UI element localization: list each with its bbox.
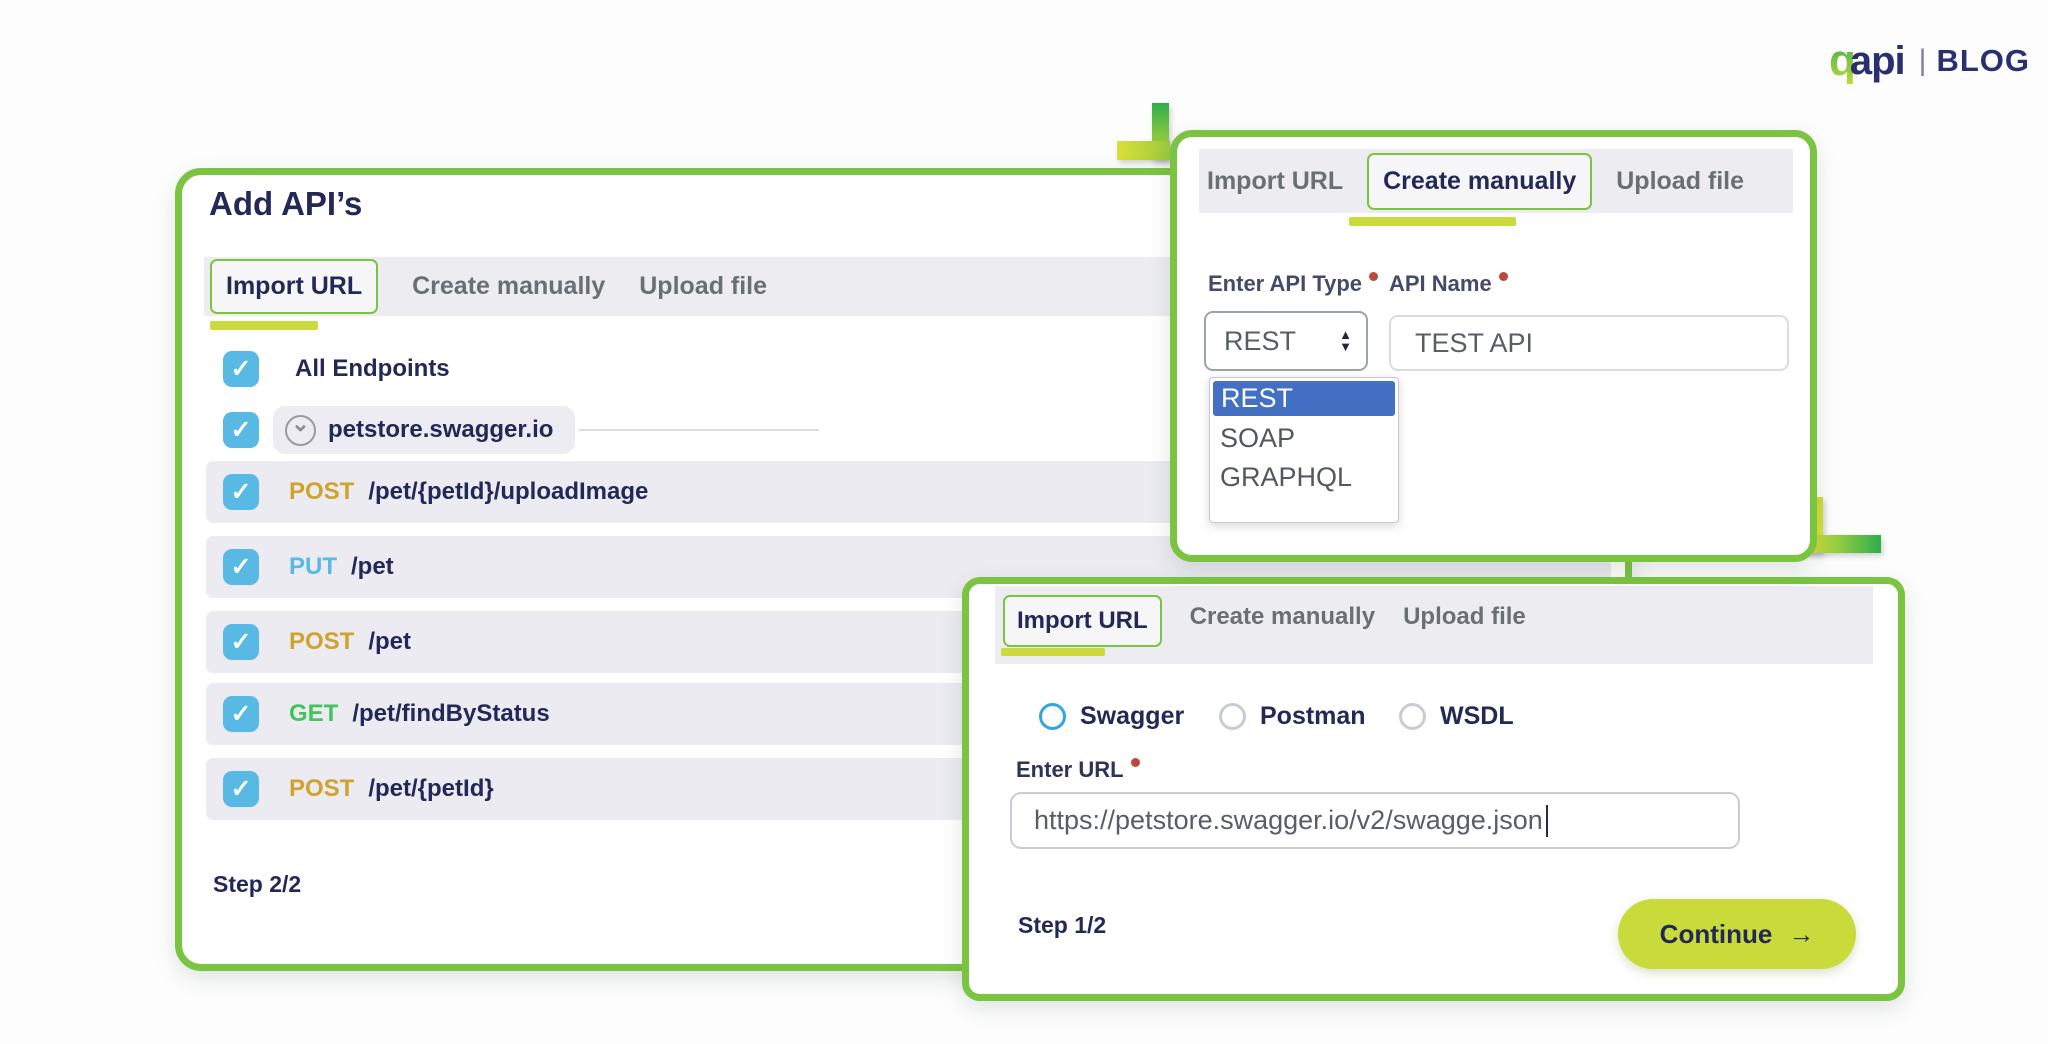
import-tabbar: Import URL Create manually Upload file	[995, 586, 1873, 664]
checkbox-endpoint[interactable]	[223, 474, 259, 510]
endpoint-path: /pet/{petId}	[368, 775, 493, 803]
all-endpoints-label: All Endpoints	[295, 355, 450, 383]
text-cursor	[1546, 805, 1548, 837]
api-type-select[interactable]: REST	[1204, 311, 1368, 371]
logo-divider: |	[1919, 44, 1927, 78]
radio-label: Swagger	[1080, 702, 1184, 731]
dropdown-option-soap[interactable]: SOAP	[1210, 419, 1398, 458]
endpoint-method: POST	[289, 628, 354, 656]
api-name-label: API Name	[1389, 271, 1508, 297]
chevron-down-icon[interactable]	[285, 415, 316, 446]
required-dot	[1369, 272, 1378, 281]
tab-import-url[interactable]: Import URL	[210, 259, 378, 314]
dropdown-option-rest[interactable]: REST	[1213, 381, 1395, 416]
tab-upload-file[interactable]: Upload file	[1616, 167, 1744, 196]
api-name-value: TEST API	[1415, 328, 1533, 359]
endpoint-method: POST	[289, 775, 354, 803]
checkbox-endpoint[interactable]	[223, 771, 259, 807]
checkbox-endpoint[interactable]	[223, 696, 259, 732]
radio-circle-selected[interactable]	[1039, 703, 1066, 730]
logo-blog-text: BLOG	[1936, 43, 2030, 79]
host-divider-line	[579, 429, 819, 431]
url-input-value: https://petstore.swagger.io/v2/swagge.js…	[1034, 805, 1543, 836]
tab-create-manually[interactable]: Create manually	[1367, 153, 1592, 210]
checkbox-endpoint[interactable]	[223, 624, 259, 660]
enter-url-label: Enter URL	[1016, 757, 1140, 783]
radio-circle[interactable]	[1219, 703, 1246, 730]
select-arrows-icon	[1339, 329, 1352, 353]
create-manually-panel: Import URL Create manually Upload file E…	[1170, 130, 1817, 562]
checkbox-endpoint[interactable]	[223, 549, 259, 585]
arrow-right-icon: →	[1788, 919, 1814, 950]
endpoint-path: /pet/findByStatus	[352, 700, 549, 728]
host-row: petstore.swagger.io	[223, 406, 819, 454]
step-indicator: Step 2/2	[213, 871, 301, 898]
corner-bracket-top-icon	[1117, 141, 1170, 160]
endpoint-path: /pet/{petId}/uploadImage	[368, 478, 648, 506]
tab-import-url[interactable]: Import URL	[1003, 595, 1162, 647]
endpoint-method: GET	[289, 700, 338, 728]
endpoint-path: /pet	[368, 628, 411, 656]
endpoint-method: POST	[289, 478, 354, 506]
required-dot	[1131, 758, 1140, 767]
radio-circle[interactable]	[1399, 703, 1426, 730]
api-type-dropdown: REST SOAP GRAPHQL	[1209, 377, 1399, 523]
active-tab-underline	[1349, 217, 1516, 226]
active-tab-underline	[1001, 648, 1105, 656]
checkbox-all-endpoints[interactable]	[223, 351, 259, 387]
step-indicator: Step 1/2	[1018, 912, 1106, 939]
create-tabbar: Import URL Create manually Upload file	[1199, 149, 1793, 213]
active-tab-underline	[210, 321, 318, 330]
tab-import-url[interactable]: Import URL	[1207, 167, 1343, 196]
page-title: Add API’s	[209, 185, 362, 223]
api-name-input[interactable]: TEST API	[1389, 315, 1789, 371]
radio-option-swagger[interactable]: Swagger	[1039, 702, 1184, 731]
continue-label: Continue	[1660, 919, 1773, 950]
all-endpoints-row: All Endpoints	[223, 351, 450, 387]
tab-upload-file[interactable]: Upload file	[1403, 603, 1526, 631]
logo-brand-text: api	[1850, 39, 1905, 84]
brand-logo: qapi | BLOG	[1829, 36, 2030, 86]
endpoint-path: /pet	[351, 553, 394, 581]
tab-upload-file[interactable]: Upload file	[639, 272, 767, 301]
api-type-label: Enter API Type	[1208, 271, 1378, 297]
radio-label: WSDL	[1440, 702, 1514, 731]
endpoint-method: PUT	[289, 553, 337, 581]
api-type-selected-value: REST	[1224, 326, 1339, 357]
corner-bracket-bottom-icon	[1806, 535, 1881, 553]
host-pill[interactable]: petstore.swagger.io	[273, 406, 575, 454]
continue-button[interactable]: Continue →	[1618, 899, 1856, 969]
radio-option-wsdl[interactable]: WSDL	[1399, 702, 1514, 731]
radio-label: Postman	[1260, 702, 1366, 731]
dropdown-option-graphql[interactable]: GRAPHQL	[1210, 458, 1398, 497]
required-dot	[1499, 272, 1508, 281]
checkbox-host[interactable]	[223, 412, 259, 448]
import-url-panel: Import URL Create manually Upload file S…	[962, 577, 1905, 1001]
host-label: petstore.swagger.io	[328, 416, 553, 444]
tab-create-manually[interactable]: Create manually	[1190, 603, 1375, 631]
radio-option-postman[interactable]: Postman	[1219, 702, 1366, 731]
url-input[interactable]: https://petstore.swagger.io/v2/swagge.js…	[1010, 792, 1740, 849]
tab-create-manually[interactable]: Create manually	[412, 272, 605, 301]
